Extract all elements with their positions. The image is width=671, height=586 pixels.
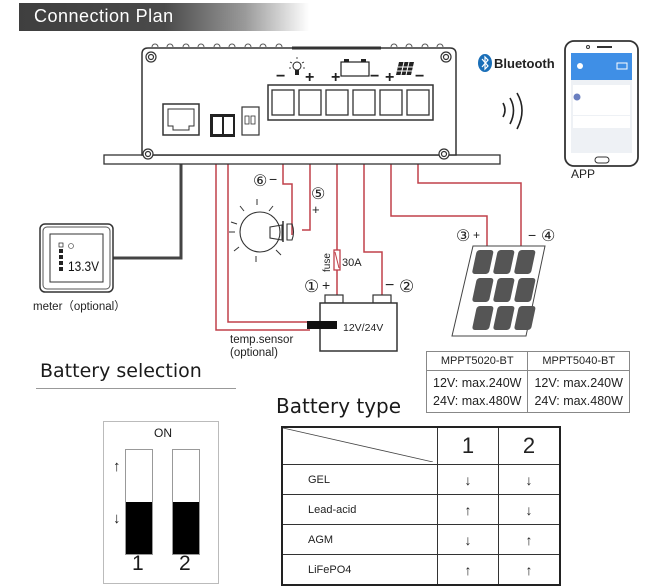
up-arrow-icon: ↑ — [113, 458, 121, 475]
marker-2-number: ② — [399, 277, 414, 296]
battery-positive-sign: + — [331, 69, 340, 86]
battery-type-title: Battery type — [276, 394, 402, 418]
solar-positive-wire — [390, 116, 488, 248]
dip-switch-2-knob — [173, 502, 199, 554]
table-row: AGM ↓ ↑ — [281, 524, 561, 555]
dip-switch-1-label: 1 — [132, 552, 144, 575]
dip-switch-1-knob — [126, 502, 152, 554]
corner-cell — [281, 426, 438, 465]
column-header-1: 1 — [437, 426, 499, 465]
switch-2-arrow: ↑ — [498, 524, 561, 555]
solar-panel-icon — [396, 62, 414, 75]
bluetooth-label: Bluetooth — [494, 56, 555, 71]
meter-label: meter（optional） — [33, 301, 126, 313]
battery-negative-sign: − — [370, 68, 379, 85]
smartphone — [564, 40, 639, 167]
solar-panel — [451, 245, 546, 337]
spec-12v: 12V: max.240W — [534, 376, 623, 390]
spec-cell: 12V: max.240W 24V: max.480W — [527, 370, 630, 413]
battery: 12V/24V — [307, 294, 398, 352]
controller-body — [103, 43, 501, 165]
column-header-2: 2 — [498, 426, 561, 465]
marker-2-sign: − — [385, 277, 394, 294]
temp-sensor-wire-b — [227, 138, 310, 323]
down-arrow-icon: ↓ — [113, 510, 121, 527]
switch-1-arrow: ↓ — [437, 524, 499, 555]
switch-1-arrow: ↑ — [437, 494, 499, 525]
temp-sensor-wire-a — [215, 138, 310, 331]
dip-switch-diagram: ON ↑ ↓ 1 2 — [103, 421, 219, 584]
load-positive-sign: + — [305, 69, 314, 86]
dip-switch-2-label: 2 — [179, 552, 191, 575]
marker-4-number: ④ — [541, 228, 555, 245]
battery-voltage-label: 12V/24V — [343, 322, 383, 334]
switch-1-arrow: ↓ — [437, 464, 499, 495]
table-row: LiFePO4 ↑ ↑ — [281, 554, 561, 586]
solar-positive-sign: + — [385, 69, 394, 86]
spec-cell: 12V: max.240W 24V: max.480W — [425, 370, 529, 413]
switch-2-arrow: ↑ — [498, 554, 561, 586]
marker-5-sign: + — [312, 202, 320, 217]
battery-icon — [340, 59, 370, 77]
title-bar — [19, 3, 309, 31]
battery-selection-title: Battery selection — [40, 360, 202, 382]
table-row: GEL ↓ ↓ — [281, 464, 561, 495]
wireless-signal-icon — [502, 92, 523, 130]
switch-2-arrow: ↓ — [498, 464, 561, 495]
light-bulb — [229, 199, 295, 262]
battery-negative-wire — [363, 116, 383, 295]
battery-type-name: AGM — [281, 524, 438, 555]
spec-24v: 24V: max.480W — [433, 394, 522, 408]
switch-2-arrow: ↓ — [498, 494, 561, 525]
temp-sensor-optional: (optional) — [230, 347, 278, 359]
on-label: ON — [154, 426, 172, 440]
spec-12v: 12V: max.240W — [433, 376, 522, 390]
wiring-diagram: − + + − + − Bluetooth — [39, 40, 639, 352]
device-dip-switch — [241, 106, 260, 136]
model-header: MPPT5020-BT — [425, 351, 529, 371]
meter-reading: 13.3V — [68, 258, 99, 274]
switch-1-arrow: ↑ — [437, 554, 499, 586]
marker-4-sign: − — [528, 227, 536, 243]
light-bulb-icon — [289, 57, 305, 75]
dip-switch-1[interactable] — [125, 449, 153, 555]
meter: 13.3V — [39, 223, 114, 293]
temp-sensor-label: temp.sensor — [230, 334, 294, 346]
table-row: Lead-acid ↑ ↓ — [281, 494, 561, 525]
model-spec-table: MPPT5020-BT MPPT5040-BT 12V: max.240W 24… — [425, 351, 630, 413]
marker-3-number: ③ — [456, 228, 470, 245]
dip-switch-2[interactable] — [172, 449, 200, 555]
battery-type-table: 1 2 GEL ↓ ↓ Lead-acid ↑ ↓ AGM ↓ ↑ LiFePO… — [281, 426, 561, 586]
page-title: Connection Plan — [34, 6, 174, 26]
marker-1-number: ① — [304, 277, 319, 296]
meter-cable — [113, 138, 183, 260]
temp-sensor-probe — [307, 321, 337, 329]
marker-3-sign: + — [473, 228, 480, 242]
divider — [36, 388, 236, 389]
terminal-block — [267, 84, 434, 121]
app-label: APP — [571, 167, 596, 181]
marker-6-number: ⑥ — [253, 173, 267, 190]
fuse-label: fuse — [322, 253, 333, 272]
battery-type-name: GEL — [281, 464, 438, 495]
marker-5-number: ⑤ — [311, 186, 325, 203]
battery-type-name: LiFePO4 — [281, 554, 438, 586]
bluetooth-logo: Bluetooth — [478, 54, 555, 72]
spec-24v: 24V: max.480W — [534, 394, 623, 408]
marker-1-sign: + — [322, 277, 330, 293]
battery-type-name: Lead-acid — [281, 494, 438, 525]
model-header: MPPT5040-BT — [527, 351, 630, 371]
fuse-rating: 30A — [342, 257, 362, 269]
marker-6-sign: − — [269, 171, 277, 187]
load-negative-sign: − — [276, 68, 285, 85]
solar-negative-sign: − — [415, 68, 424, 85]
